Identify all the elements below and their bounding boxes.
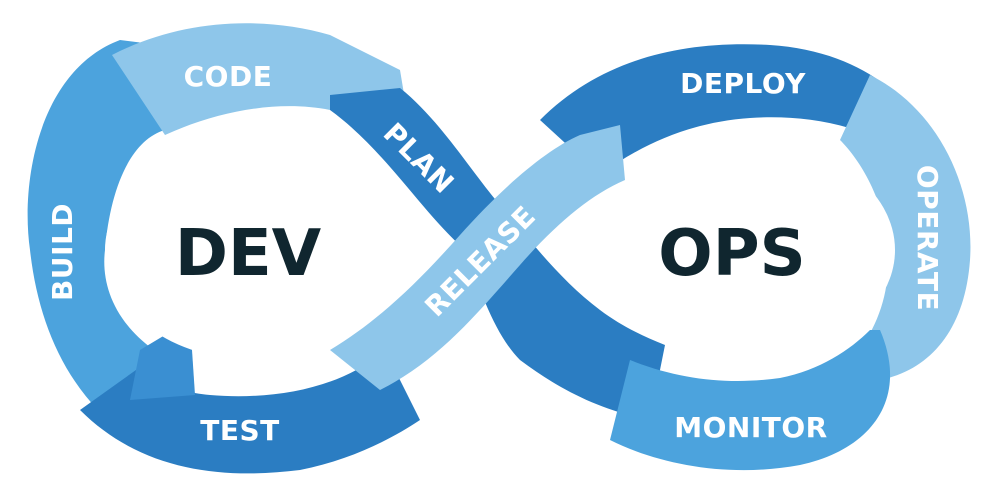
monitor-segment — [610, 330, 891, 471]
ops-hole — [595, 140, 895, 360]
plan-segment — [330, 88, 500, 250]
dev-hole — [105, 140, 405, 360]
test-segment — [80, 350, 420, 474]
operate-label: OPERATE — [911, 165, 944, 311]
monitor-label: MONITOR — [674, 411, 827, 444]
dev-label: DEV — [175, 217, 322, 291]
deploy-segment — [540, 44, 885, 175]
test-label: TEST — [200, 414, 280, 447]
ops-label: OPS — [658, 217, 805, 291]
release-segment — [330, 125, 625, 390]
operate-segment — [840, 75, 971, 380]
code-label: CODE — [184, 60, 273, 93]
deploy-label: DEPLOY — [680, 67, 806, 100]
build-label: BUILD — [46, 203, 79, 301]
